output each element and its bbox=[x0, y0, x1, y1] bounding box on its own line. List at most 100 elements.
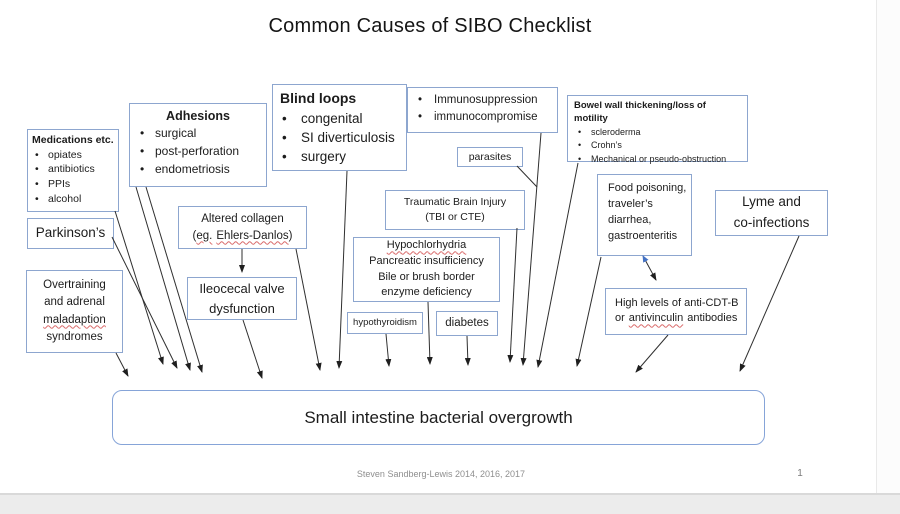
page-number: 1 bbox=[797, 468, 803, 479]
bullet-icon: • bbox=[578, 140, 582, 151]
box-overtraining-line: Overtraining bbox=[43, 279, 106, 291]
box-bowel-wall: Bowel wall thickening/loss of motility •… bbox=[567, 95, 748, 164]
box-sibo-central: Small intestine bacterial overgrowth bbox=[112, 390, 765, 445]
misspelled-word: Hypochlorhydria bbox=[386, 239, 467, 252]
box-altered-collagen-line2: (eg.Ehlers-Danlos) bbox=[193, 228, 293, 244]
box-overtraining: Overtraining and adrenal maladaption syn… bbox=[26, 270, 123, 353]
box-altered-collagen: Altered collagen (eg.Ehlers-Danlos) bbox=[178, 206, 307, 249]
box-tbi-line2: (TBI or CTE) bbox=[425, 211, 485, 223]
arrow-high-levels bbox=[635, 334, 669, 373]
box-diabetes-label: diabetes bbox=[445, 317, 489, 330]
box-bowel-wall-header: Bowel wall thickening/loss of motility bbox=[574, 100, 706, 124]
bullet-icon: • bbox=[282, 130, 287, 146]
bullet-icon: • bbox=[35, 163, 39, 176]
bullet-icon: • bbox=[35, 192, 39, 205]
box-hypochlorhydria-line: enzyme deficiency bbox=[381, 286, 472, 299]
list-item: • Immunosuppression bbox=[414, 92, 551, 109]
box-food-poisoning: Food poisoning, traveler’s diarrhea, gas… bbox=[597, 174, 692, 256]
list-item-label: congenital bbox=[301, 110, 363, 126]
box-blind-loops-header: Blind loops bbox=[280, 90, 357, 106]
box-food-poisoning-line: gastroenteritis bbox=[608, 229, 678, 242]
box-medications: Medications etc. • opiates • antibiotics •… bbox=[27, 129, 119, 212]
list-item: •immunocompromise bbox=[414, 109, 551, 126]
list-item-label: Immunosuppression bbox=[434, 94, 538, 106]
list-item-label: scleroderma bbox=[591, 126, 641, 137]
arrow-altered-collagen bbox=[295, 248, 322, 371]
box-tbi-line1: Traumatic Brain Injury bbox=[403, 196, 507, 209]
box-lyme: Lyme and co-infections bbox=[715, 190, 828, 236]
list-item: • surgery bbox=[280, 147, 399, 166]
box-hypothyroidism: hypothyroidism bbox=[347, 312, 423, 334]
list-item-label: opiates bbox=[48, 148, 82, 161]
bullet-icon: • bbox=[140, 144, 145, 159]
box-hypothyroidism-label: hypothyroidism bbox=[353, 317, 417, 329]
box-hypochlorhydria: Hypochlorhydria Pancreatic insufficiency… bbox=[353, 237, 500, 302]
list-item-label: antibiotics bbox=[48, 163, 95, 176]
arrow-blind-loops bbox=[336, 170, 348, 369]
list-item-label: surgical bbox=[155, 126, 197, 141]
box-food-poisoning-line: traveler’s bbox=[608, 197, 653, 210]
box-parkinsons: Parkinson’s bbox=[27, 218, 114, 249]
arrow-hypochlorhydria bbox=[426, 301, 433, 365]
list-item: • congenital bbox=[280, 109, 399, 128]
list-item: • SI diverticulosis bbox=[280, 128, 399, 147]
box-ileocecal: Ileocecal valve dysfunction bbox=[187, 277, 297, 320]
bullet-icon: • bbox=[418, 94, 423, 106]
list-item-label: post-perforation bbox=[155, 144, 240, 159]
list-item: •PPIs bbox=[32, 177, 114, 192]
list-item-label: immunocompromise bbox=[434, 111, 538, 124]
arrow-lyme bbox=[739, 235, 800, 372]
list-item-label: surgery bbox=[301, 149, 347, 165]
list-item-label: Mechanical or pseudo-obstruction bbox=[591, 153, 727, 164]
bullet-icon: • bbox=[140, 126, 145, 141]
arrow-immunosuppression bbox=[520, 132, 542, 366]
box-medications-header: Medications etc. bbox=[32, 134, 114, 146]
bullet-icon: • bbox=[35, 148, 39, 161]
list-item: • Crohn’s bbox=[574, 139, 741, 153]
list-item: • opiates bbox=[32, 148, 114, 163]
arrow-parasites bbox=[516, 165, 538, 188]
paren-close: ) bbox=[288, 229, 293, 242]
box-ileocecal-line1: Ileocecal valve bbox=[199, 281, 285, 296]
box-parkinsons-label: Parkinson’s bbox=[35, 225, 106, 241]
bullet-icon: • bbox=[282, 149, 287, 165]
list-item: • alcohol bbox=[32, 192, 114, 207]
box-lyme-line2: co-infections bbox=[733, 215, 810, 230]
word: or bbox=[615, 312, 625, 325]
box-diabetes: diabetes bbox=[436, 311, 498, 336]
list-item-label: SI diverticulosis bbox=[301, 130, 395, 146]
word: antibodies bbox=[687, 312, 738, 325]
list-item: • surgical bbox=[136, 124, 260, 142]
list-item: • antibiotics bbox=[32, 162, 114, 177]
box-adhesions-header: Adhesions bbox=[166, 109, 230, 123]
box-high-antibodies-line1: High levels of anti-CDT-B bbox=[615, 297, 739, 309]
list-item: •endometriosis bbox=[136, 160, 260, 178]
arrow-hypothyroidism bbox=[385, 333, 392, 367]
box-ileocecal-line2: dysfunction bbox=[209, 300, 275, 316]
bullet-icon: • bbox=[578, 153, 582, 164]
list-item-label: Crohn’s bbox=[591, 140, 622, 151]
arrow-ileocecal bbox=[242, 319, 263, 379]
box-altered-collagen-line1: Altered collagen bbox=[201, 213, 284, 226]
box-parasites-label: parasites bbox=[468, 150, 512, 163]
slide-right-margin bbox=[876, 0, 900, 493]
box-sibo-central-label: Small intestine bacterial overgrowth bbox=[304, 407, 573, 427]
misspelled-word: maladaption bbox=[43, 313, 106, 326]
box-tbi: Traumatic Brain Injury (TBI or CTE) bbox=[385, 190, 525, 230]
list-item-label: alcohol bbox=[48, 192, 82, 205]
box-adhesions: Adhesions • surgical • post-perforation •e… bbox=[129, 103, 267, 187]
box-hypochlorhydria-line: Bile or brush border bbox=[378, 270, 475, 283]
box-parasites: parasites bbox=[457, 147, 523, 167]
list-item: • Mechanical or pseudo-obstruction bbox=[574, 153, 741, 167]
box-lyme-line1: Lyme and bbox=[742, 194, 801, 210]
footer-credit: Steven Sandberg-Lewis 2014, 2016, 2017 bbox=[356, 469, 526, 479]
arrow-bowel-wall bbox=[536, 162, 579, 368]
misspelled-word: eg. bbox=[196, 229, 213, 242]
bullet-icon: • bbox=[282, 110, 287, 126]
misspelled-word: Ehlers-Danlos bbox=[216, 229, 289, 242]
box-blind-loops: Blind loops • congenital • SI diverticulos… bbox=[272, 84, 407, 171]
page-title: Common Causes of SIBO Checklist bbox=[268, 15, 592, 37]
box-immunosuppression: • Immunosuppression •immunocompromise bbox=[407, 87, 558, 133]
arrow-food-poisoning bbox=[575, 256, 602, 367]
